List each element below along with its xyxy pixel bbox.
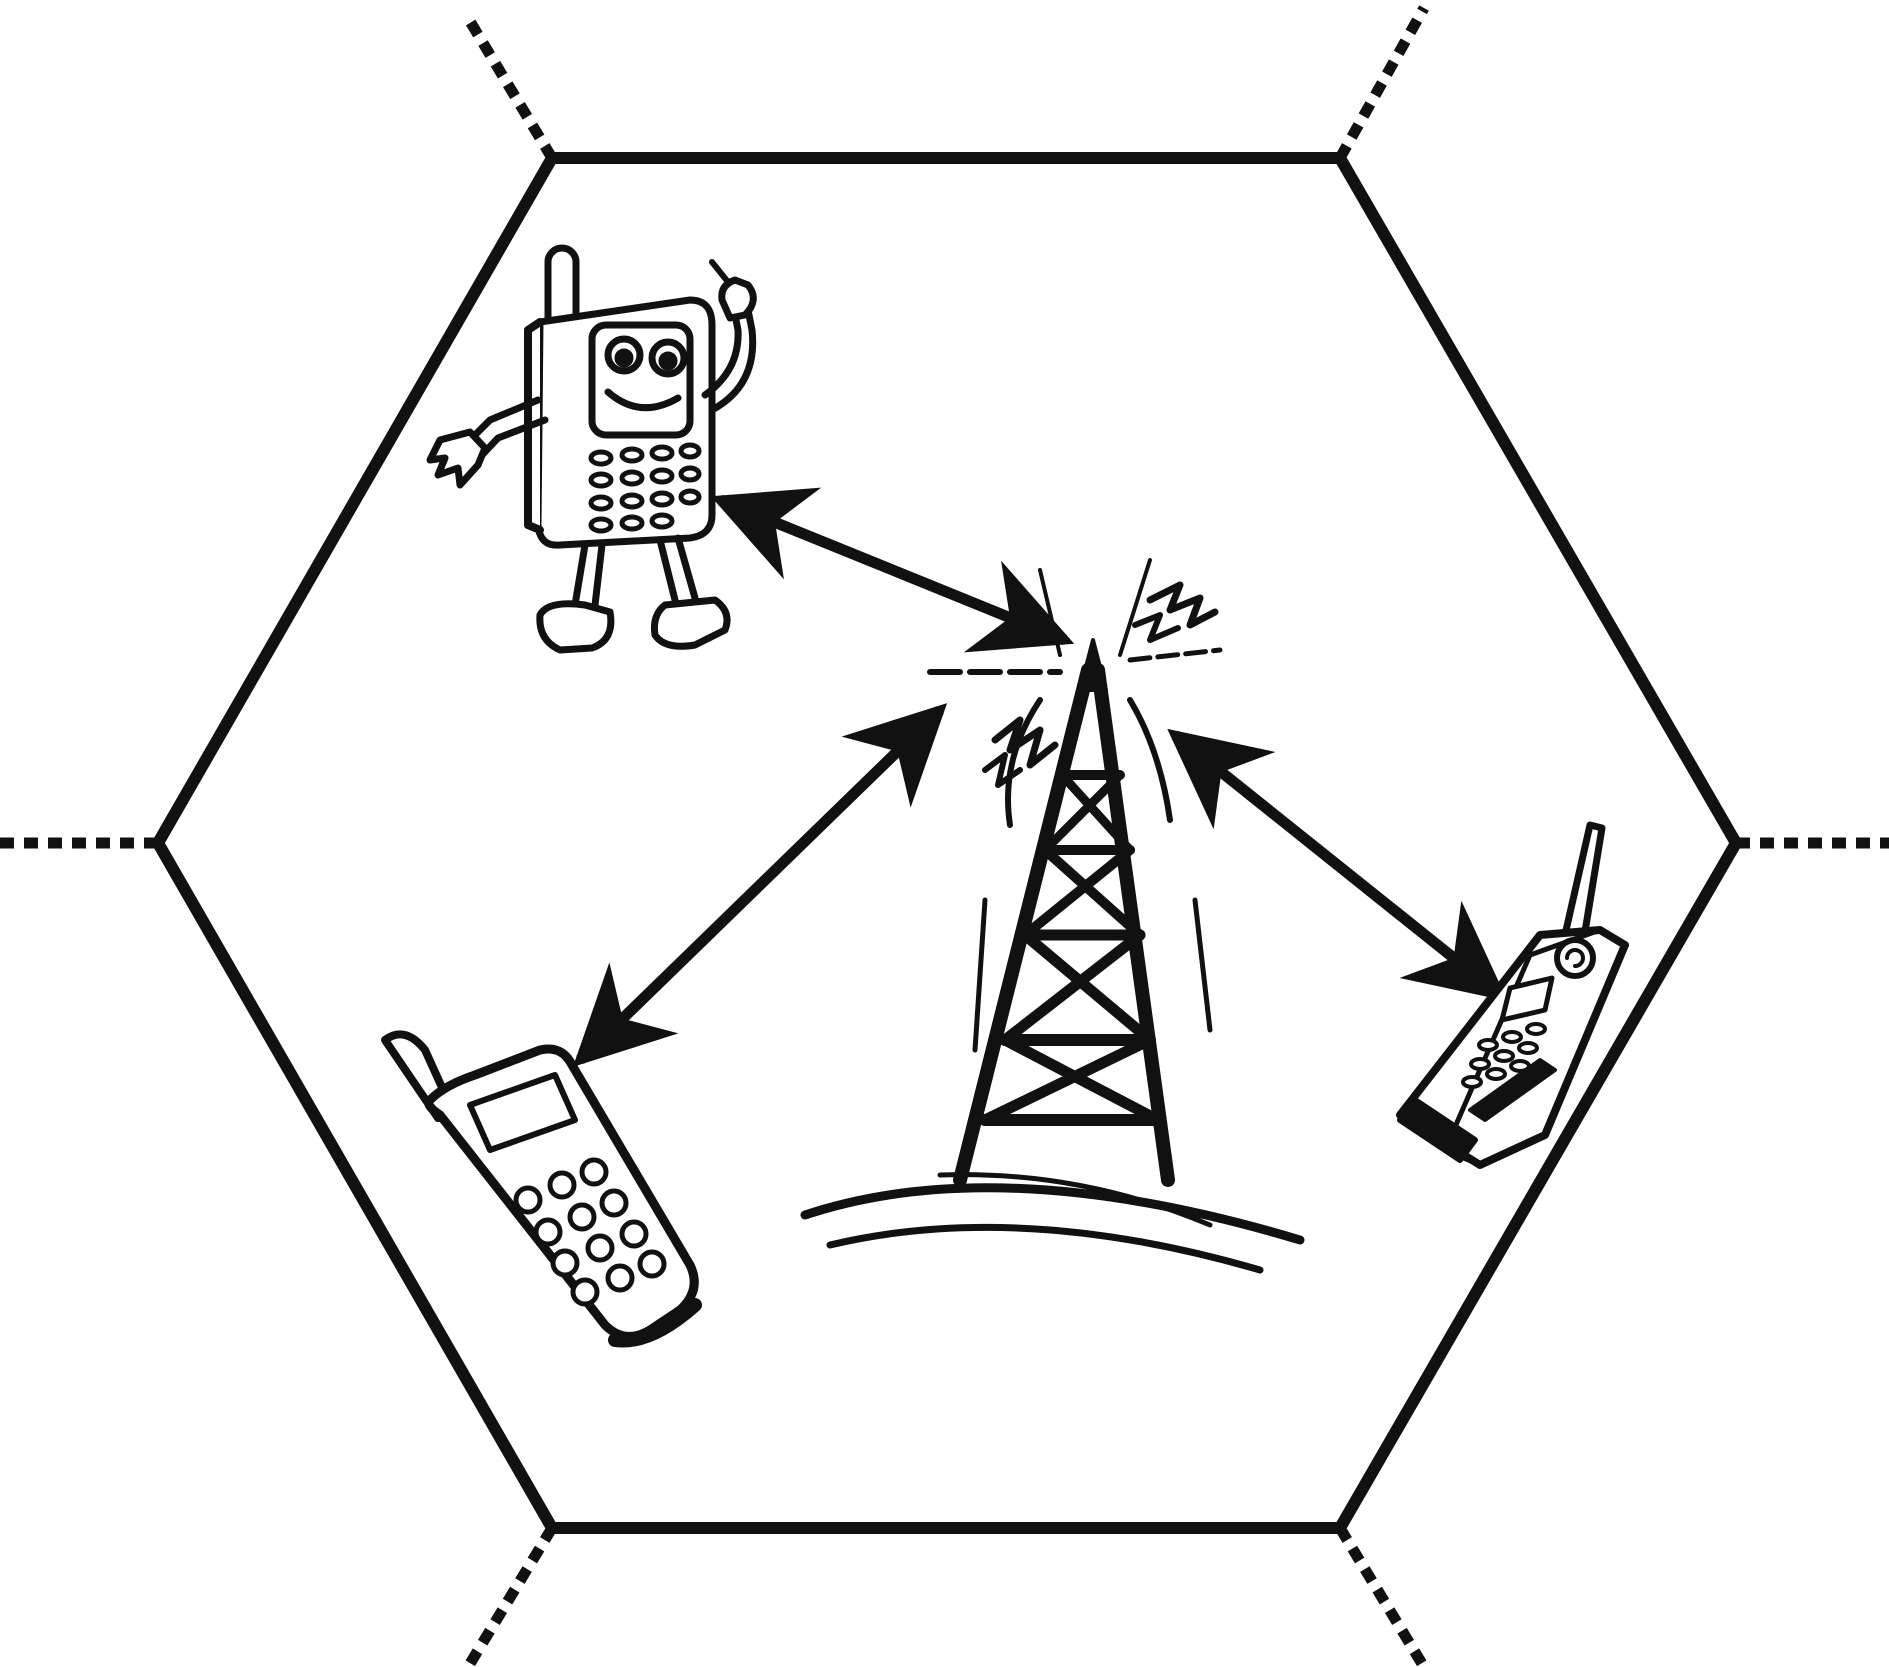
dashed-edge-top-right xyxy=(1335,5,1429,161)
link-tower-brick-phone xyxy=(1167,728,1508,1002)
neighbor-cell-edges xyxy=(0,5,1889,1667)
link-tower-cartoon-phone xyxy=(710,487,1075,653)
dashed-edge-bottom-right xyxy=(1335,1525,1429,1667)
dashed-edge-top-left xyxy=(463,15,557,161)
link-tower-flip-phone xyxy=(572,703,948,1067)
radio-tower-icon xyxy=(800,558,1305,1274)
links xyxy=(572,487,1508,1067)
hexagon-cell-border xyxy=(151,152,1743,1534)
cartoon-phone-icon xyxy=(426,244,757,654)
flip-phone-icon xyxy=(381,1030,702,1348)
brick-phone-icon xyxy=(1396,821,1629,1169)
dashed-edge-bottom-left xyxy=(463,1525,557,1667)
